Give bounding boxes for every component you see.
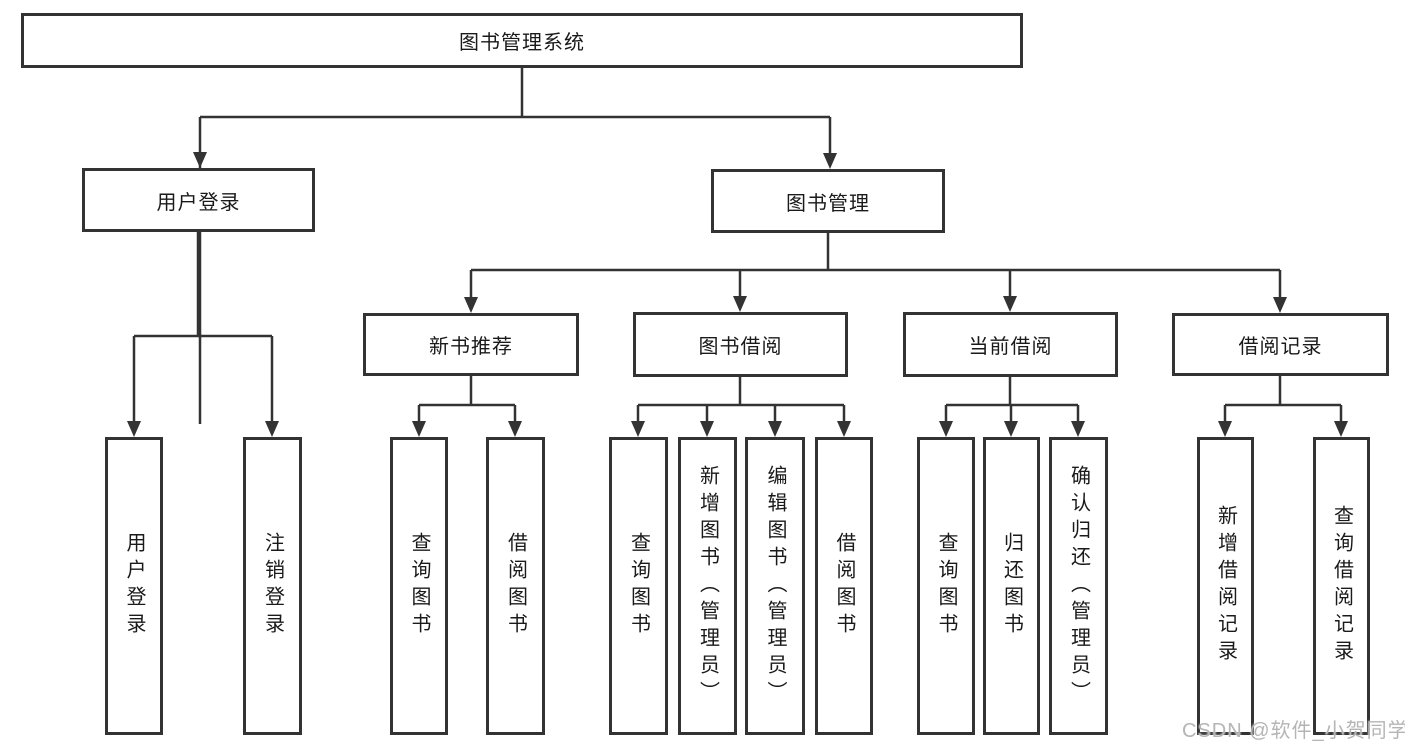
leaf-confirm-return-admin: 确认归还（管理员）	[1049, 437, 1108, 735]
node-label: 确认归还（管理员）	[1067, 464, 1090, 708]
node-borrowing-records: 借阅记录	[1172, 313, 1389, 376]
node-label: 当前借阅	[968, 336, 1053, 358]
node-label: 新增借阅记录	[1214, 505, 1237, 667]
node-label: 新书推荐	[429, 336, 513, 358]
node-library-management-system: 图书管理系统	[21, 13, 1023, 68]
node-new-book-recommendation: 新书推荐	[363, 313, 579, 376]
node-label: 用户登录	[156, 191, 241, 214]
arrowheads	[127, 152, 1348, 437]
node-label: 借阅图书	[504, 532, 527, 640]
connector-book-mgmt	[469, 233, 1282, 301]
node-label: 查询图书	[935, 532, 957, 640]
node-label: 借阅记录	[1238, 336, 1323, 358]
leaf-logout: 注销登录	[243, 437, 302, 735]
connector-new-book	[417, 376, 517, 424]
node-current-borrowing: 当前借阅	[903, 312, 1118, 377]
node-label: 归还图书	[1000, 532, 1023, 640]
node-label: 编辑图书（管理员）	[764, 464, 786, 708]
csdn-watermark: CSDN @软件_小贺同学	[1182, 720, 1405, 742]
leaf-return-books: 归还图书	[983, 437, 1040, 735]
node-label: 图书管理系统	[459, 32, 585, 54]
leaf-query-books: 查询图书	[609, 437, 668, 735]
leaf-query-books: 查询图书	[390, 437, 448, 735]
connector-user-login	[132, 232, 274, 424]
node-book-borrowing: 图书借阅	[633, 312, 848, 377]
leaf-borrow-books: 借阅图书	[815, 437, 873, 735]
connector-borrow-records	[1223, 376, 1343, 424]
leaf-add-borrow-record: 新增借阅记录	[1197, 437, 1254, 735]
leaf-query-borrow-record: 查询借阅记录	[1313, 437, 1370, 735]
node-label: 新增图书（管理员）	[696, 464, 719, 708]
connector-current-borrow	[944, 377, 1080, 424]
node-label: 用户登录	[123, 532, 145, 640]
node-label: 查询图书	[627, 532, 650, 640]
node-label: 图书管理	[786, 192, 870, 215]
connector-book-borrow	[636, 377, 846, 424]
node-label: 查询借阅记录	[1330, 505, 1353, 667]
connector-root	[198, 68, 832, 424]
leaf-borrow-books: 借阅图书	[486, 437, 545, 735]
node-user-login-branch: 用户登录	[82, 168, 315, 232]
node-label: 图书借阅	[698, 336, 783, 358]
node-label: 查询图书	[408, 532, 430, 640]
leaf-add-book-admin: 新增图书（管理员）	[678, 437, 737, 735]
leaf-query-books: 查询图书	[917, 437, 975, 735]
leaf-edit-book-admin: 编辑图书（管理员）	[745, 437, 805, 735]
leaf-user-login: 用户登录	[105, 437, 163, 735]
node-label: 注销登录	[261, 532, 284, 640]
node-label: 借阅图书	[833, 532, 855, 640]
node-book-management-branch: 图书管理	[711, 169, 945, 233]
